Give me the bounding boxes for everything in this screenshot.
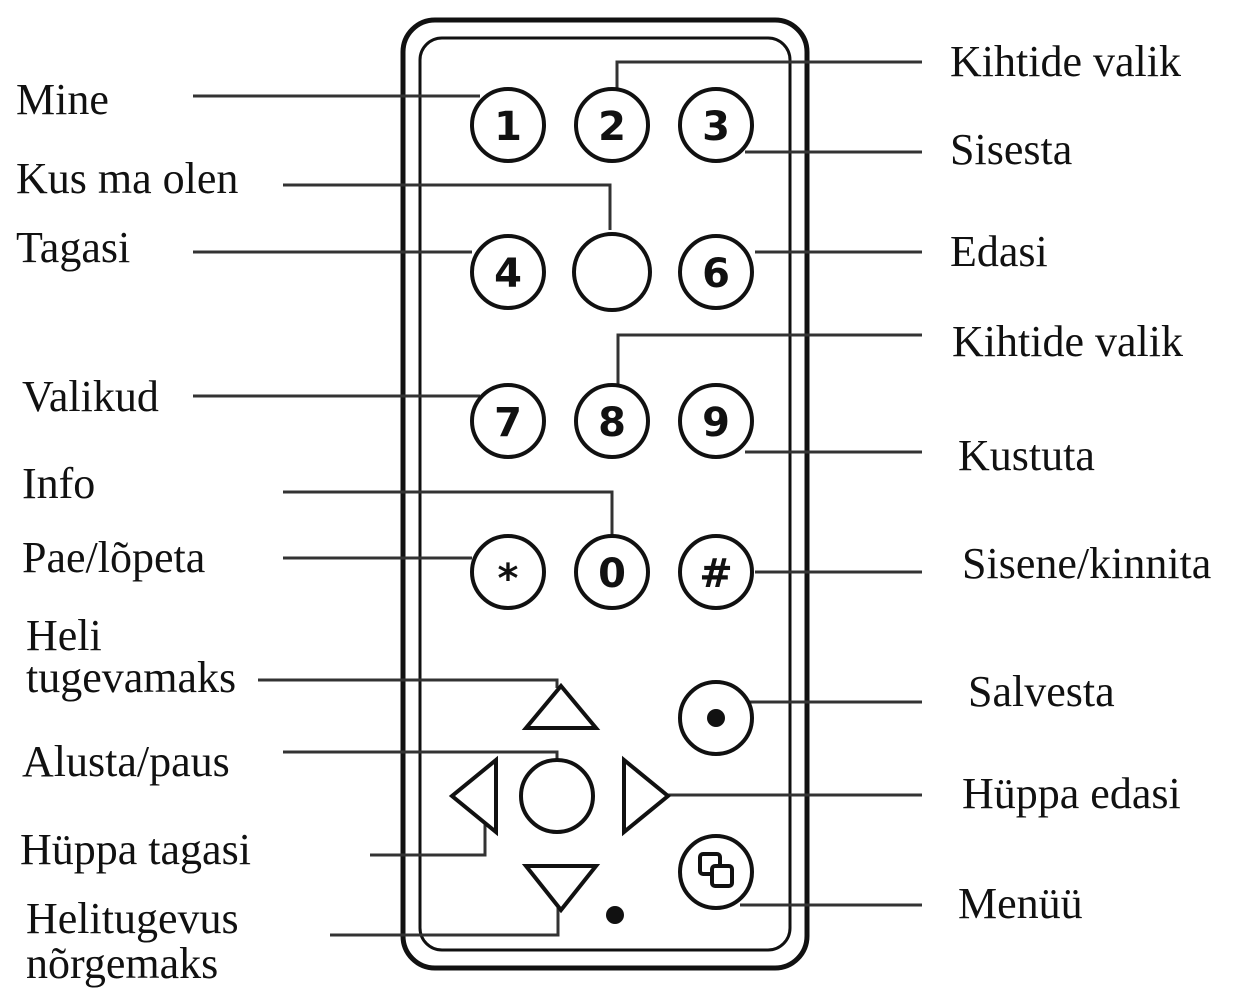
key-6[interactable]: 6: [678, 234, 754, 310]
label-heli-tugevamaks-line1: Heli: [26, 611, 102, 660]
key-2[interactable]: 2: [574, 87, 650, 163]
skip-forward-button[interactable]: [622, 755, 672, 837]
key-7[interactable]: 7: [470, 383, 546, 459]
key-5-blank[interactable]: [572, 232, 652, 312]
menu-button[interactable]: [678, 834, 754, 910]
key-9[interactable]: 9: [678, 383, 754, 459]
key-star-label: *: [498, 556, 519, 602]
key-6-label: 6: [702, 251, 730, 297]
triangle-left-icon: [448, 755, 498, 837]
triangle-up-icon: [521, 682, 601, 730]
label-tagasi: Tagasi: [16, 223, 130, 272]
play-pause-button[interactable]: [519, 758, 595, 834]
label-info: Info: [22, 459, 95, 508]
label-kustuta: Kustuta: [958, 431, 1095, 480]
label-mine: Mine: [16, 75, 109, 124]
skip-back-button[interactable]: [448, 755, 498, 837]
circle-icon: [519, 758, 595, 834]
label-salvesta: Salvesta: [968, 667, 1115, 716]
save-button[interactable]: [678, 680, 754, 756]
label-valikud: Valikud: [22, 372, 159, 421]
label-pae-lopeta: Pae/lõpeta: [22, 533, 205, 582]
label-edasi: Edasi: [950, 227, 1048, 276]
indicator-dot: [606, 906, 624, 924]
label-heli-tugevamaks-line2: tugevamaks: [26, 653, 236, 702]
label-huppa-tagasi: Hüppa tagasi: [20, 825, 251, 874]
key-3-label: 3: [702, 104, 730, 150]
key-9-label: 9: [702, 400, 730, 446]
key-2-label: 2: [598, 104, 626, 150]
key-star[interactable]: *: [470, 534, 546, 610]
menu-icon: [698, 852, 734, 888]
record-dot-icon: [707, 709, 725, 727]
label-sisene-kinnita: Sisene/kinnita: [962, 539, 1211, 588]
key-3[interactable]: 3: [678, 87, 754, 163]
key-7-label: 7: [494, 400, 522, 446]
key-hash-label: #: [699, 551, 733, 597]
key-8[interactable]: 8: [574, 383, 650, 459]
volume-up-button[interactable]: [521, 682, 601, 730]
triangle-right-icon: [622, 755, 672, 837]
remote-body-inner: [418, 36, 792, 952]
key-0-label: 0: [598, 551, 626, 597]
key-4[interactable]: 4: [470, 234, 546, 310]
remote-body-outer: [400, 17, 810, 971]
key-1[interactable]: 1: [470, 87, 546, 163]
label-huppa-edasi: Hüppa edasi: [962, 769, 1181, 818]
label-kihtide-valik-top: Kihtide valik: [950, 37, 1181, 86]
key-4-label: 4: [494, 251, 522, 297]
label-kihtide-valik-middle: Kihtide valik: [952, 317, 1183, 366]
key-1-label: 1: [494, 104, 522, 150]
label-helitugevus-norgemaks-line2: nõrgemaks: [26, 939, 218, 988]
key-hash[interactable]: #: [678, 534, 754, 610]
triangle-down-icon: [521, 864, 601, 914]
label-menuu: Menüü: [958, 879, 1083, 928]
volume-down-button[interactable]: [521, 864, 601, 914]
label-helitugevus-norgemaks-line1: Helitugevus: [26, 894, 239, 943]
key-8-label: 8: [598, 400, 626, 446]
label-sisesta: Sisesta: [950, 125, 1072, 174]
label-kus-ma-olen: Kus ma olen: [16, 154, 238, 203]
leader-lines: [193, 60, 922, 937]
key-0[interactable]: 0: [574, 534, 650, 610]
label-alusta-paus: Alusta/paus: [22, 737, 230, 786]
